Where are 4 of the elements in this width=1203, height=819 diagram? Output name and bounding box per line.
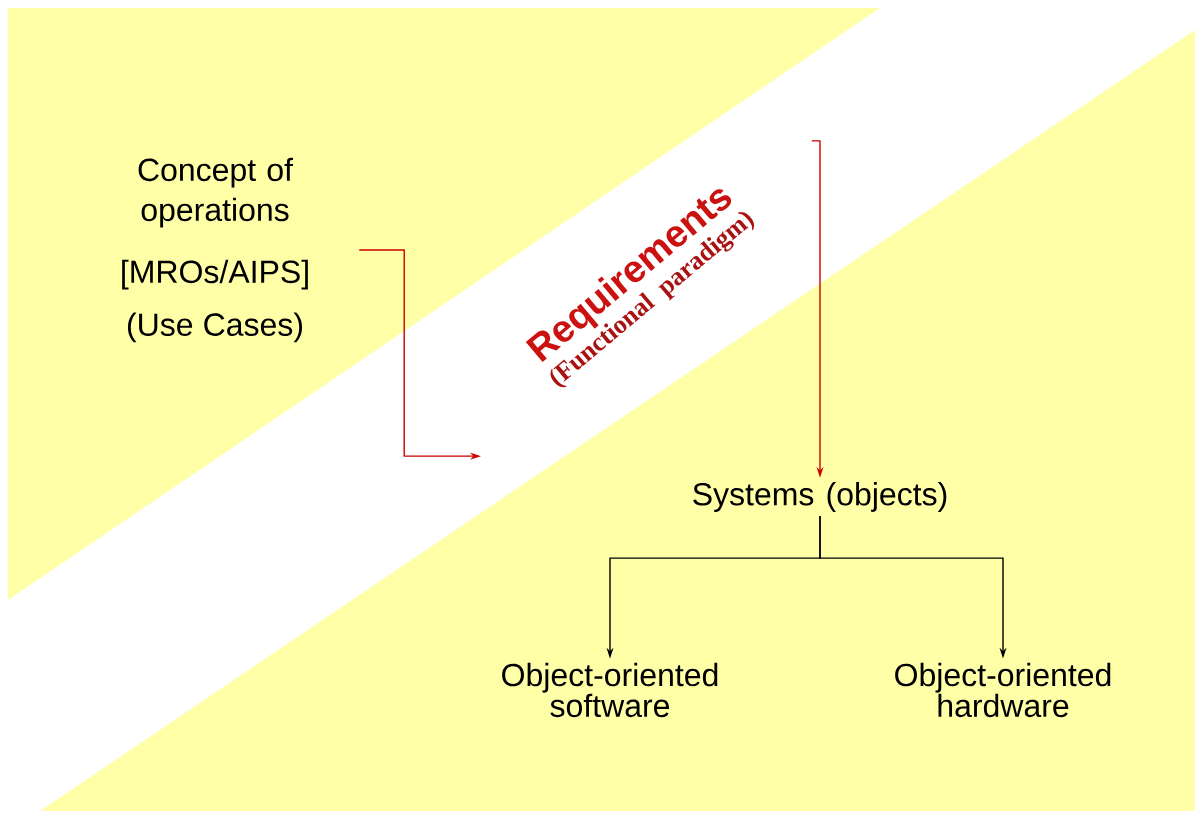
text-label: Object-oriented hardware xyxy=(895,662,1111,718)
text-label: Concept of operations [MROs/AIPS] (Use Cases) xyxy=(122,157,308,343)
text-label: Object-oriented software xyxy=(502,662,718,718)
text-label: Systems (objects) xyxy=(693,482,947,512)
